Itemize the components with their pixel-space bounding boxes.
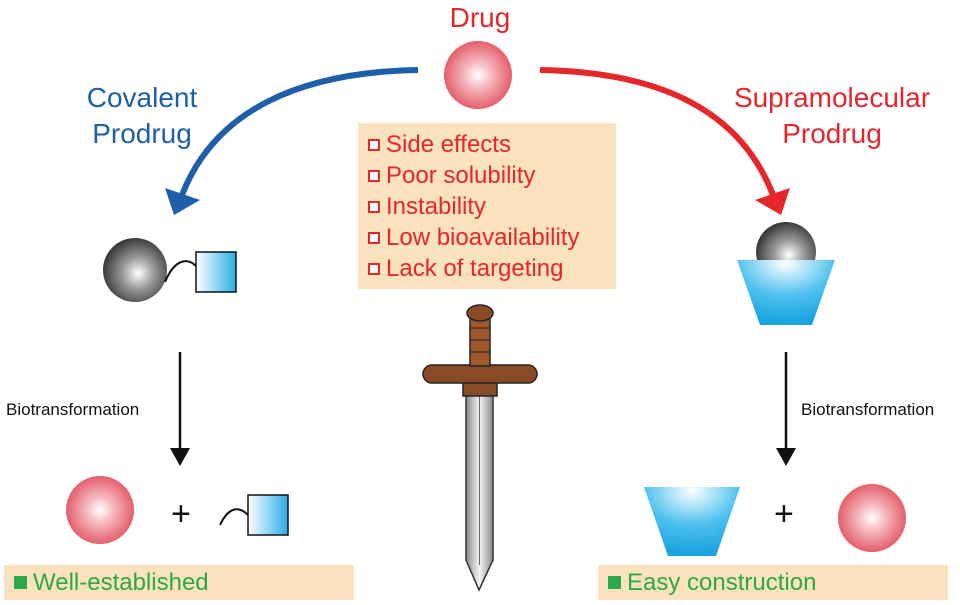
checkbox-icon <box>368 170 380 182</box>
promoiety-square-icon <box>195 251 237 293</box>
right-down-arrowhead <box>776 448 796 466</box>
problem-item: Instability <box>368 191 616 222</box>
released-guest-drug-sphere-icon <box>838 484 906 552</box>
sword-icon <box>422 304 538 592</box>
problem-text: Low bioavailability <box>386 224 580 251</box>
biotransformation-label-right: Biotransformation <box>801 400 935 419</box>
advantage-text-left: Well-established <box>33 569 209 596</box>
problems-list: Side effects Poor solubility Instability… <box>358 123 616 284</box>
problem-item: Side effects <box>368 129 616 160</box>
problem-text: Side effects <box>386 131 511 158</box>
released-promoiety-square-icon <box>247 494 289 536</box>
checkbox-icon <box>368 201 380 213</box>
plus-sign-left: + <box>171 495 191 533</box>
left-down-arrowhead <box>170 448 190 466</box>
problem-item: Low bioavailability <box>368 222 616 253</box>
carrier-sphere-icon <box>103 238 167 302</box>
advantage-panel-left: Well-established <box>4 565 354 600</box>
drug-label: Drug <box>449 2 511 33</box>
supramolecular-label-line1: Supramolecular <box>733 82 931 113</box>
advantage-panel-right: Easy construction <box>598 565 948 600</box>
covalent-arrow <box>179 67 419 197</box>
covalent-prodrug-label: Covalent Prodrug <box>52 80 232 152</box>
supramolecular-prodrug-label: Supramolecular Prodrug <box>712 80 952 152</box>
biotransformation-label-left: Biotransformation <box>6 400 140 419</box>
checkbox-icon <box>368 263 380 275</box>
covalent-label-line2: Prodrug <box>92 118 192 149</box>
released-linker-icon <box>219 508 249 526</box>
drug-sphere-icon <box>444 41 512 109</box>
advantage-text-right: Easy construction <box>627 569 817 596</box>
released-host-cup-icon <box>644 487 740 556</box>
plus-sign-right: + <box>774 495 794 533</box>
checkbox-icon <box>368 232 380 244</box>
linker-icon <box>164 260 197 283</box>
supramolecular-arrow <box>539 67 776 197</box>
green-square-icon <box>608 576 621 589</box>
checkbox-icon <box>368 139 380 151</box>
problem-item: Lack of targeting <box>368 253 616 284</box>
supramolecular-label-line2: Prodrug <box>782 118 882 149</box>
covalent-arrowhead <box>165 188 200 215</box>
problem-text: Poor solubility <box>386 162 536 189</box>
host-cup-icon <box>737 260 835 325</box>
supramolecular-arrowhead <box>755 188 790 215</box>
problem-text: Lack of targeting <box>386 255 564 282</box>
released-drug-sphere-icon <box>66 476 134 544</box>
problem-text: Instability <box>386 193 487 220</box>
drug-problems-panel: Side effects Poor solubility Instability… <box>358 123 616 289</box>
problem-item: Poor solubility <box>368 160 616 191</box>
green-square-icon <box>14 576 27 589</box>
covalent-label-line1: Covalent <box>86 82 198 113</box>
